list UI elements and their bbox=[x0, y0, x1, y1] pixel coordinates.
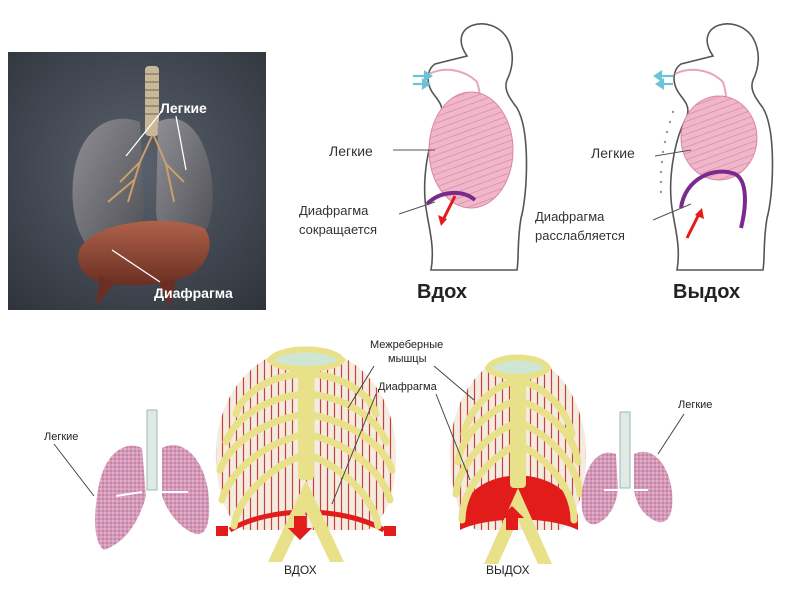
right-lungs-pair bbox=[582, 412, 673, 524]
inhale-lung bbox=[429, 92, 513, 208]
exhale-ribcage-caption: ВЫДОХ bbox=[486, 563, 530, 577]
left-lungs-label: Легкие bbox=[44, 431, 78, 443]
exhale-lung bbox=[681, 96, 757, 180]
exhale-diaphragm-label-2: расслабляется bbox=[535, 228, 625, 243]
exhale-figure: Легкие Диафрагма расслабляется Выдох bbox=[535, 24, 773, 303]
inhale-diaphragm-arrow bbox=[438, 196, 455, 226]
inhale-diaphragm-label-1: Диафрагма bbox=[299, 203, 369, 218]
inhale-diaphragm-label-2: сокращается bbox=[299, 222, 377, 237]
right-lung-r bbox=[634, 452, 672, 522]
left-lungs-pair bbox=[95, 410, 209, 550]
inhale-ribcage-caption: ВДОХ bbox=[284, 563, 317, 577]
exhale-lungs-label: Легкие bbox=[591, 145, 635, 161]
left-lung-l bbox=[95, 446, 146, 550]
photo-diaphragm-label: Диафрагма bbox=[154, 285, 233, 301]
inhale-caption: Вдох bbox=[417, 281, 467, 303]
exhale-diaphragm-label-1: Диафрагма bbox=[535, 209, 605, 224]
intercostal-label-2: мышцы bbox=[388, 353, 427, 365]
lungs-diaphragm-illustration: Легкие Диафрагма bbox=[8, 52, 266, 310]
exhale-air-arrows bbox=[655, 72, 673, 88]
inhale-figure: Легкие Диафрагма сокращается Вдох bbox=[299, 24, 527, 303]
inhale-ribcage: ВДОХ bbox=[216, 348, 396, 577]
ribcage-diaphragm-label: Диафрагма bbox=[378, 381, 438, 393]
exhale-diaphragm-arrow bbox=[687, 208, 704, 238]
trachea bbox=[145, 66, 159, 136]
right-lung-l bbox=[582, 453, 618, 525]
photo-lungs-label: Легкие bbox=[160, 100, 207, 116]
inhale-lungs-label: Легкие bbox=[329, 143, 373, 159]
breathing-profiles: Легкие Диафрагма сокращается Вдох bbox=[295, 8, 785, 313]
exhale-diaphragm-line bbox=[681, 172, 745, 228]
ribcage-diagram: Легкие ВДОХ bbox=[30, 330, 790, 595]
exhale-ribcage: ВЫДОХ bbox=[450, 356, 586, 577]
intercostal-label-1: Межреберные bbox=[370, 339, 443, 351]
left-lung-r bbox=[162, 445, 209, 534]
exhale-dotted-chest bbox=[660, 111, 674, 193]
exhale-caption: Выдох bbox=[673, 281, 740, 303]
right-lungs-label: Легкие bbox=[678, 399, 712, 411]
